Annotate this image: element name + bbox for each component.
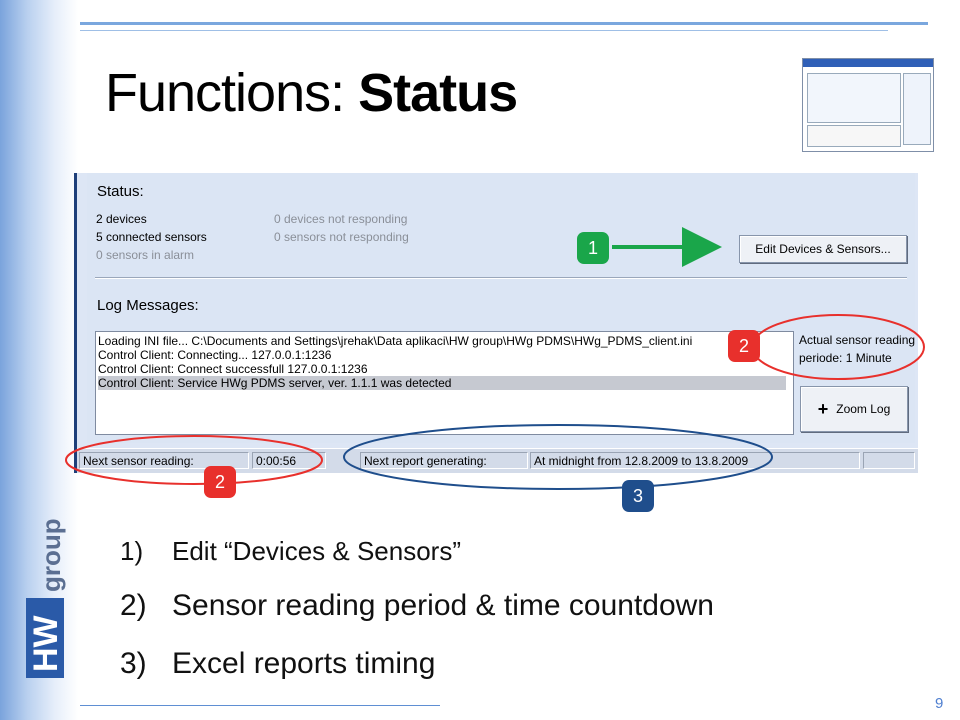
status-devices: 2 devices [96,212,147,226]
status-bar-empty-cell [863,452,915,469]
status-bar: Next sensor reading: 0:00:56 Next report… [77,448,918,473]
status-log-area: Status: 2 devices 5 connected sensors 0 … [87,173,915,443]
svg-text:HW: HW [27,614,65,672]
section-divider [95,277,907,279]
callout-badge-2-countdown: 2 [204,466,236,498]
log-heading: Log Messages: [97,297,199,314]
next-report-label: Next report generating: [360,452,528,469]
title-prefix: Functions: [105,63,359,123]
title-bold: Status [358,63,518,123]
status-sensors-not-responding: 0 sensors not responding [274,230,409,244]
edit-devices-sensors-button[interactable]: Edit Devices & Sensors... [739,235,907,263]
bullet-item: 1)Edit “Devices & Sensors” [120,536,461,566]
callout-badge-1: 1 [577,232,609,264]
log-messages-list[interactable]: Loading INI file... C:\Documents and Set… [95,331,794,435]
red-ellipse-countdown [65,435,323,485]
next-sensor-reading-value: 0:00:56 [252,452,326,469]
edit-devices-sensors-label: Edit Devices & Sensors... [755,242,891,256]
zoom-log-button[interactable]: + Zoom Log [800,386,908,432]
red-ellipse-reading-period [751,314,925,380]
bullet-item: 3)Excel reports timing [120,647,436,680]
top-divider-line-thin [80,30,888,31]
next-sensor-reading-label: Next sensor reading: [79,452,249,469]
sensor-reading-period: periode: 1 Minute [799,351,892,365]
status-sensors-alarm: 0 sensors in alarm [96,248,195,262]
app-screenshot-panel: Status: 2 devices 5 connected sensors 0 … [74,173,918,473]
bullet-item: 2)Sensor reading period & time countdown [120,589,714,622]
status-connected-sensors: 5 connected sensors [96,230,207,244]
sensor-reading-label: Actual sensor reading [799,333,916,347]
callout-badge-2-reading: 2 [728,330,760,362]
log-line[interactable]: Control Client: Connect successfull 127.… [98,362,368,376]
bottom-divider-line [80,705,440,706]
log-line[interactable]: Loading INI file... C:\Documents and Set… [98,334,693,348]
status-devices-not-responding: 0 devices not responding [274,212,408,226]
zoom-log-label: Zoom Log [836,402,891,416]
application-thumbnail [802,58,934,152]
log-line-selected[interactable]: Control Client: Service HWg PDMS server,… [98,376,786,390]
blue-ellipse-report-timing [343,424,773,490]
svg-text:group: group [36,518,66,592]
next-report-value: At midnight from 12.8.2009 to 13.8.2009 [530,452,860,469]
slide-title: Functions: Status [105,62,518,124]
page-number: 9 [935,695,944,712]
plus-icon: + [817,398,829,419]
callout-badge-3: 3 [622,480,654,512]
log-line[interactable]: Control Client: Connecting... 127.0.0.1:… [98,348,332,362]
top-divider-line [80,22,928,25]
status-heading: Status: [97,183,144,200]
hwgroup-logo: HW group [26,518,66,678]
